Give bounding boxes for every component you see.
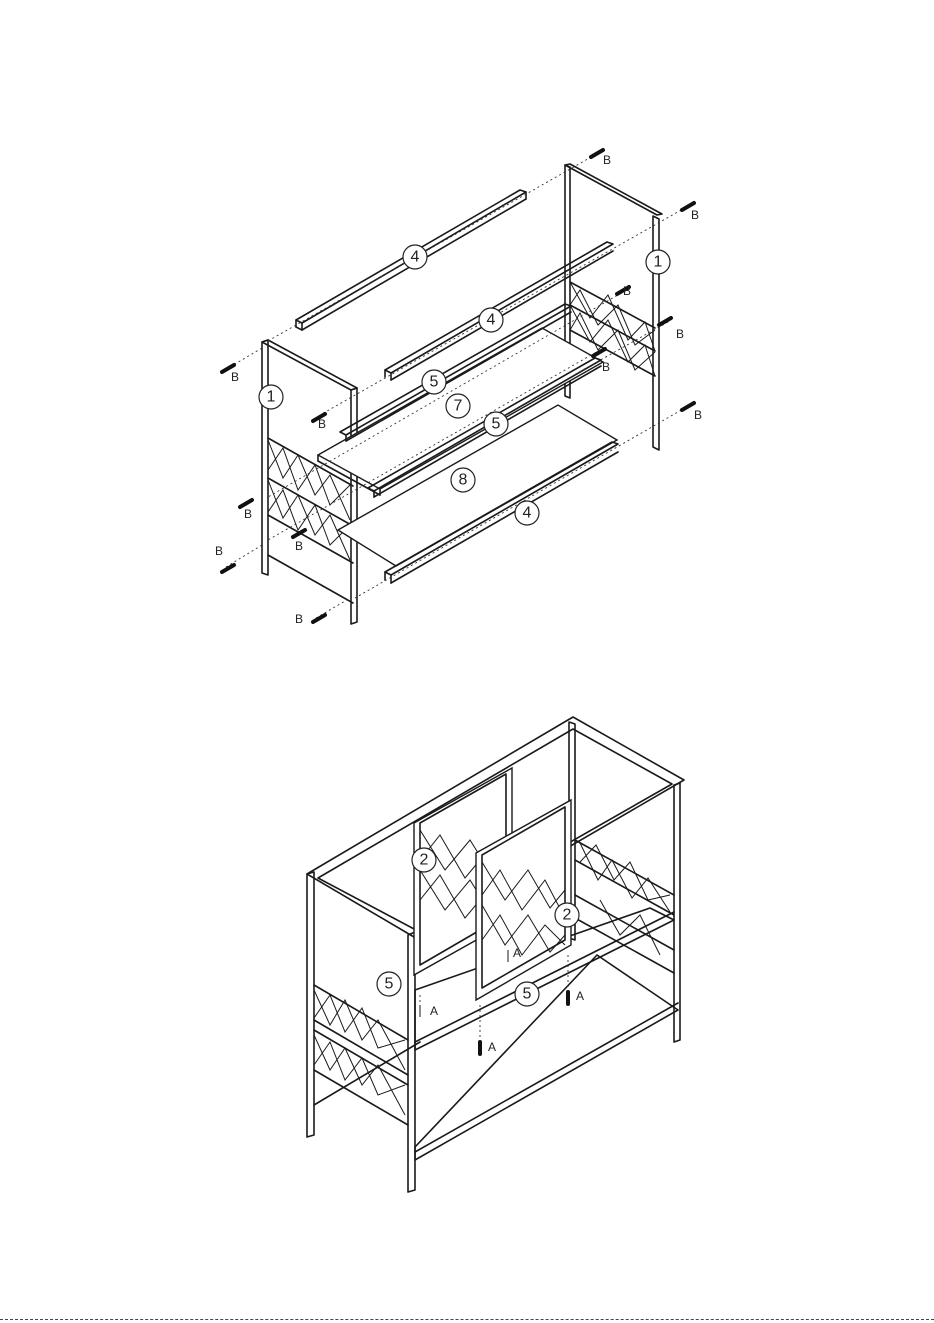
part-callout: 1 <box>259 385 283 409</box>
svg-text:5: 5 <box>385 976 394 993</box>
page-edge-rule <box>0 1319 934 1320</box>
part-callout: 2 <box>555 903 579 927</box>
hardware-label: B <box>231 370 239 384</box>
svg-text:5: 5 <box>523 986 532 1003</box>
svg-text:1: 1 <box>654 254 663 271</box>
part-callout: 5 <box>515 982 539 1006</box>
svg-text:4: 4 <box>411 249 420 266</box>
hardware-label: B <box>603 153 611 167</box>
part-callout: 5 <box>484 412 508 436</box>
left-side-frame <box>262 340 357 624</box>
svg-text:2: 2 <box>563 907 572 924</box>
hardware-label: A <box>576 989 584 1003</box>
part-callout: 4 <box>515 501 539 525</box>
right-side-panel <box>575 840 674 973</box>
hardware-label: B <box>295 539 303 553</box>
svg-text:4: 4 <box>487 312 496 329</box>
hardware-label: B <box>602 360 610 374</box>
hardware-label: B <box>244 507 252 521</box>
svg-text:4: 4 <box>523 505 532 522</box>
svg-text:5: 5 <box>492 416 501 433</box>
hardware-label: B <box>318 417 326 431</box>
hardware-label: B <box>215 544 223 558</box>
part-callout: 4 <box>403 245 427 269</box>
hardware-label: B <box>676 327 684 341</box>
part-callout: 5 <box>422 370 446 394</box>
part-callout: 1 <box>646 250 670 274</box>
step2-diagram: A A A A 2 2 5 5 <box>307 717 684 1192</box>
part-callout: 4 <box>479 308 503 332</box>
part-callout: 2 <box>412 848 436 872</box>
hardware-label: B <box>623 284 631 298</box>
svg-text:1: 1 <box>267 389 276 406</box>
rear-left-post <box>307 872 314 1137</box>
part-callout: 5 <box>377 972 401 996</box>
svg-text:8: 8 <box>459 472 468 489</box>
step1-diagram: B B B B B B B B B B B B 4 1 4 1 5 7 5 8 … <box>215 150 702 626</box>
right-side-frame <box>565 164 662 450</box>
svg-text:2: 2 <box>420 852 429 869</box>
hardware-label: B <box>295 612 303 626</box>
hardware-label: B <box>694 408 702 422</box>
part-callout: 8 <box>451 468 475 492</box>
left-side-panel <box>314 985 408 1125</box>
hardware-label: A <box>513 946 521 960</box>
part-callout: 7 <box>446 394 470 418</box>
hardware-label: A <box>488 1040 496 1054</box>
hardware-label: B <box>691 208 699 222</box>
svg-text:5: 5 <box>430 374 439 391</box>
svg-text:7: 7 <box>454 398 463 415</box>
hardware-label: A <box>430 1004 438 1018</box>
